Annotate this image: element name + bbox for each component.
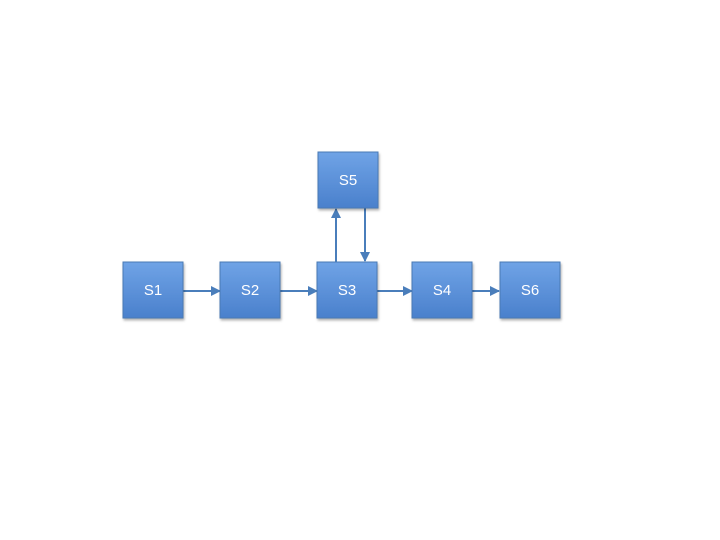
edges — [183, 208, 500, 296]
node-s1: S1 — [122, 261, 184, 319]
node-s2: S2 — [219, 261, 281, 319]
node-s3-label: S3 — [338, 282, 356, 299]
node-s6-label: S6 — [521, 282, 539, 299]
node-s3: S3 — [316, 261, 378, 319]
node-s5: S5 — [317, 151, 379, 209]
node-s1-label: S1 — [144, 282, 162, 299]
node-s5-label: S5 — [339, 172, 357, 189]
node-s6: S6 — [499, 261, 561, 319]
node-s2-label: S2 — [241, 282, 259, 299]
node-s4-label: S4 — [433, 282, 451, 299]
node-s4: S4 — [411, 261, 473, 319]
